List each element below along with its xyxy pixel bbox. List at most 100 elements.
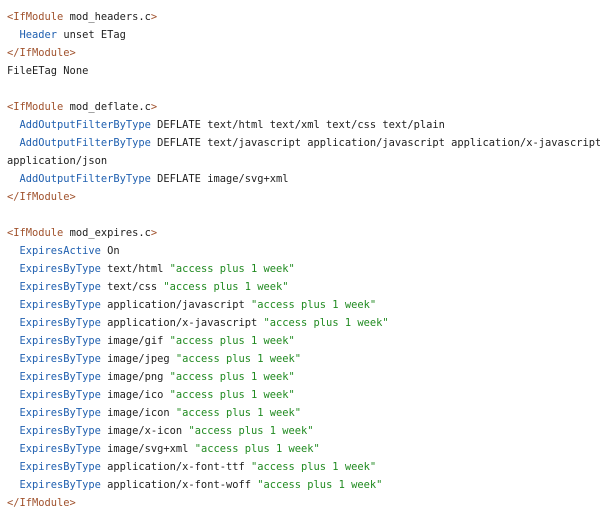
code-text-token [7,479,20,491]
code-line [7,206,600,224]
code-text-token: image/png [100,371,170,383]
code-line: AddOutputFilterByType DEFLATE text/javas… [7,134,600,152]
code-directive-token: ExpiresActive [19,245,101,257]
code-text-token: mod_headers.c [63,11,151,23]
code-line: <IfModule mod_headers.c> [7,8,600,26]
code-string-token: "access plus 1 week" [188,425,314,437]
code-text-token [7,173,20,185]
code-tag-token: </IfModule> [7,497,76,509]
code-text-token [7,299,20,311]
code-text-token [7,263,20,275]
code-text-token: text/html [100,263,170,275]
code-text-token: DEFLATE text/html text/xml text/css text… [150,119,445,131]
code-text-token: mod_expires.c [63,227,151,239]
code-line: ExpiresByType text/html "access plus 1 w… [7,260,600,278]
code-directive-token: ExpiresByType [19,425,101,437]
code-directive-token: ExpiresByType [19,479,101,491]
code-text-token: text/css [100,281,164,293]
code-string-token: "access plus 1 week" [257,479,383,491]
code-text-token: image/x-icon [100,425,189,437]
code-tag-token: > [150,101,158,113]
code-text-token: application/x-javascript [100,317,264,329]
code-line: FileETag None [7,62,600,80]
code-text-token [7,461,20,473]
code-text-token: application/x-font-ttf [100,461,251,473]
code-text-token: image/svg+xml [100,443,195,455]
code-line: </IfModule> [7,44,600,62]
code-directive-token: AddOutputFilterByType [19,173,151,185]
code-text-token [7,443,20,455]
code-text-token: mod_deflate.c [63,101,151,113]
code-directive-token: AddOutputFilterByType [19,137,151,149]
code-tag-token: <IfModule [7,227,64,239]
code-directive-token: ExpiresByType [19,443,101,455]
code-line: ExpiresByType image/svg+xml "access plus… [7,440,600,458]
code-string-token: "access plus 1 week" [169,335,295,347]
code-line: ExpiresByType text/css "access plus 1 we… [7,278,600,296]
code-directive-token: ExpiresByType [19,353,101,365]
code-string-token: "access plus 1 week" [250,299,377,311]
code-directive-token: ExpiresByType [19,371,101,383]
code-directive-token: ExpiresByType [19,461,101,473]
code-text-token: DEFLATE image/svg+xml [150,173,289,185]
code-text-token: image/jpeg [100,353,176,365]
code-tag-token: </IfModule> [7,191,76,203]
code-text-token: FileETag None [7,65,89,77]
code-string-token: "access plus 1 week" [169,263,295,275]
code-tag-token: </IfModule> [7,47,76,59]
code-line: ExpiresByType application/x-javascript "… [7,314,600,332]
code-text-token [7,245,20,257]
code-text-token: image/gif [100,335,170,347]
code-directive-token: ExpiresByType [19,263,101,275]
code-line: application/json [7,152,600,170]
code-string-token: "access plus 1 week" [163,281,289,293]
code-text-token [7,137,20,149]
code-line: </IfModule> [7,188,600,206]
code-directive-token: ExpiresByType [19,299,101,311]
code-tag-token: > [150,11,158,23]
code-directive-token: AddOutputFilterByType [19,119,151,131]
code-directive-token: ExpiresByType [19,335,101,347]
code-line: AddOutputFilterByType DEFLATE image/svg+… [7,170,600,188]
code-line: <IfModule mod_expires.c> [7,224,600,242]
code-line: ExpiresActive On [7,242,600,260]
code-text-token: application/javascript [100,299,251,311]
code-directive-token: ExpiresByType [19,389,101,401]
code-text-token: application/json [7,155,108,167]
code-string-token: "access plus 1 week" [263,317,389,329]
code-line: ExpiresByType application/javascript "ac… [7,296,600,314]
code-text-token: image/icon [100,407,176,419]
code-text-token [7,335,20,347]
code-string-token: "access plus 1 week" [175,353,302,365]
code-directive-token: ExpiresByType [19,281,101,293]
code-text-token: On [100,245,120,257]
code-text-token [7,119,20,131]
code-tag-token: <IfModule [7,101,64,113]
code-line: AddOutputFilterByType DEFLATE text/html … [7,116,600,134]
code-text-token [7,425,20,437]
code-line: </IfModule> [7,494,600,512]
code-line: <IfModule mod_deflate.c> [7,98,600,116]
code-string-token: "access plus 1 week" [194,443,320,455]
code-tag-token: > [150,227,158,239]
code-directive-token: ExpiresByType [19,407,101,419]
code-string-token: "access plus 1 week" [169,389,295,401]
code-string-token: "access plus 1 week" [169,371,295,383]
code-line: ExpiresByType image/png "access plus 1 w… [7,368,600,386]
code-line [7,80,600,98]
code-line: ExpiresByType application/x-font-woff "a… [7,476,600,494]
code-text-token: unset ETag [57,29,126,41]
code-text-token: DEFLATE text/javascript application/java… [150,137,600,149]
code-line: ExpiresByType image/jpeg "access plus 1 … [7,350,600,368]
code-tag-token: <IfModule [7,11,64,23]
code-line: ExpiresByType image/x-icon "access plus … [7,422,600,440]
code-text-token [7,371,20,383]
code-directive-token: Header [19,29,58,41]
code-text-token [7,353,20,365]
code-line: ExpiresByType image/ico "access plus 1 w… [7,386,600,404]
code-text-token [7,407,20,419]
code-line: ExpiresByType image/gif "access plus 1 w… [7,332,600,350]
code-line: ExpiresByType application/x-font-ttf "ac… [7,458,600,476]
code-line: Header unset ETag [7,26,600,44]
